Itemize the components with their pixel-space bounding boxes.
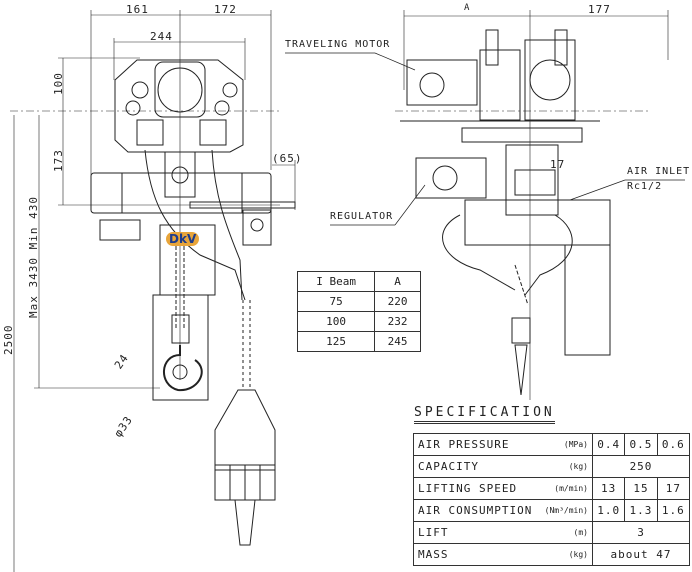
ibeam-cell: 125 xyxy=(296,331,376,352)
dim-100: 100 xyxy=(52,72,65,95)
dim-17: 17 xyxy=(550,158,566,171)
spec-row: CAPACITY (kg) 250 xyxy=(413,455,690,478)
dim-161: 161 xyxy=(126,3,149,16)
spec-value: about 47 xyxy=(592,543,690,566)
spec-value: 3 xyxy=(592,521,690,544)
spec-label: MASS xyxy=(418,548,449,561)
spec-unit: (kg) xyxy=(568,462,588,471)
spec-label: AIR CONSUMPTION xyxy=(418,504,533,517)
spec-label: CAPACITY xyxy=(418,460,479,473)
ibeam-cell: 245 xyxy=(374,331,421,352)
spec-value: 1.3 xyxy=(624,499,658,522)
spec-value: 1.6 xyxy=(656,499,691,522)
spec-value: 0.6 xyxy=(656,433,691,456)
dim-a: A xyxy=(464,3,471,13)
spec-value: 0.5 xyxy=(624,433,658,456)
ibeam-header: A xyxy=(374,271,421,292)
dimension-lines xyxy=(10,10,669,572)
leader-lines xyxy=(285,52,685,226)
spec-value: 1.0 xyxy=(591,499,626,522)
spec-row: LIFT (m) 3 xyxy=(413,521,690,544)
ibeam-cell: 220 xyxy=(374,291,421,312)
dim-173: 173 xyxy=(52,149,65,172)
spec-value: 15 xyxy=(624,477,658,500)
spec-value: 250 xyxy=(592,455,690,478)
spec-unit: (Nm³/min) xyxy=(544,506,588,515)
spec-unit: (m) xyxy=(573,528,588,537)
spec-row: MASS (kg) about 47 xyxy=(413,543,690,566)
ibeam-cell: 100 xyxy=(296,311,376,332)
dim-177: 177 xyxy=(588,3,611,16)
front-view-hoist xyxy=(90,59,296,546)
callout-air-inlet-thread: Rc1/2 xyxy=(627,181,663,192)
ibeam-cell: 232 xyxy=(374,311,421,332)
dim-max-min: Max 3430 Min 430 xyxy=(27,196,40,318)
spec-label: AIR PRESSURE xyxy=(418,438,510,451)
spec-value: 17 xyxy=(656,477,691,500)
spec-title: SPECIFICATION xyxy=(414,405,555,424)
spec-label: LIFT xyxy=(418,526,449,539)
ibeam-cell: 75 xyxy=(296,291,376,312)
dim-2500: 2500 xyxy=(2,324,15,356)
side-view-hoist xyxy=(400,29,611,396)
spec-value: 0.4 xyxy=(591,433,626,456)
callout-air-inlet: AIR INLET xyxy=(627,166,691,177)
spec-unit: (kg) xyxy=(568,550,588,559)
callout-regulator: REGULATOR xyxy=(330,211,394,222)
spec-unit: (MPa) xyxy=(563,440,588,449)
spec-value: 13 xyxy=(591,477,626,500)
dim-244: 244 xyxy=(150,30,173,43)
callout-traveling-motor: TRAVELING MOTOR xyxy=(285,39,391,50)
dim-65: (65) xyxy=(272,152,303,165)
dim-172: 172 xyxy=(214,3,237,16)
spec-label: LIFTING SPEED xyxy=(418,482,518,495)
dkv-logo: DkV xyxy=(166,232,200,246)
spec-unit: (m/min) xyxy=(554,484,588,493)
ibeam-header: I Beam xyxy=(296,271,376,292)
